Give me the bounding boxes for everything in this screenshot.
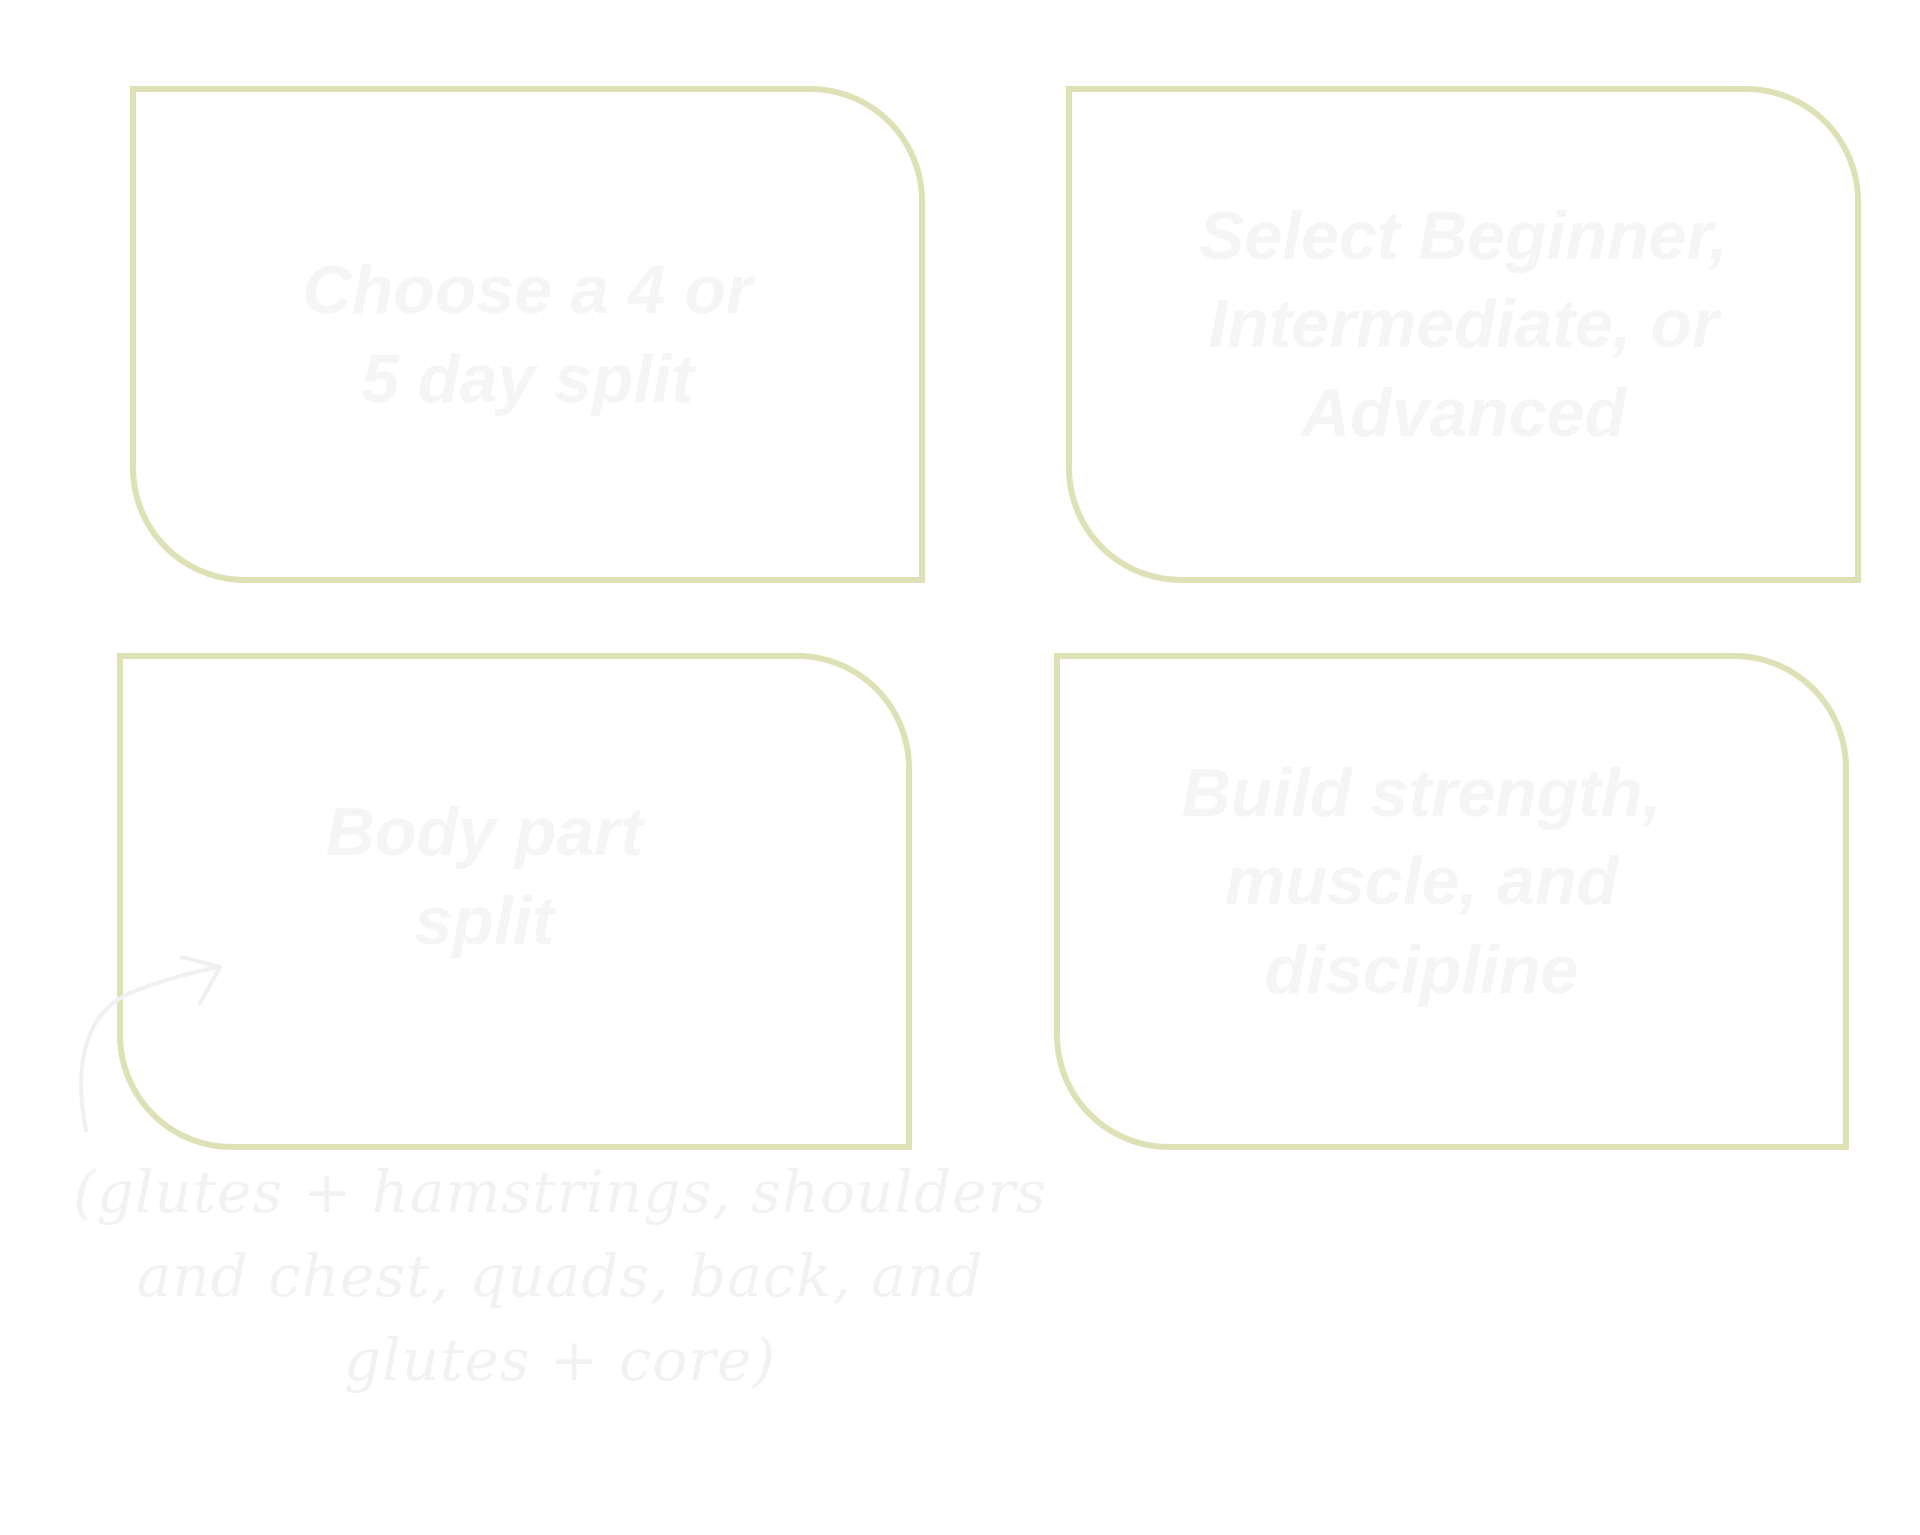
curved-arrow-icon (79, 955, 222, 1132)
card-goals-text: Build strength, muscle, and discipline (1181, 754, 1662, 1008)
card-split-days-text: Choose a 4 or 5 day split (302, 252, 753, 417)
card-goals: Build strength, muscle, and discipline (1054, 653, 1849, 1150)
card-body-part-split: Body part split (117, 653, 912, 1150)
handwritten-note: (glutes + hamstrings, shoulders and ches… (73, 1158, 1047, 1395)
card-body-part-split-text: Body part split (325, 794, 644, 959)
card-level: Select Beginner, Intermediate, or Advanc… (1066, 86, 1861, 583)
card-level-text: Select Beginner, Intermediate, or Advanc… (1198, 197, 1729, 451)
card-split-days: Choose a 4 or 5 day split (130, 86, 925, 583)
